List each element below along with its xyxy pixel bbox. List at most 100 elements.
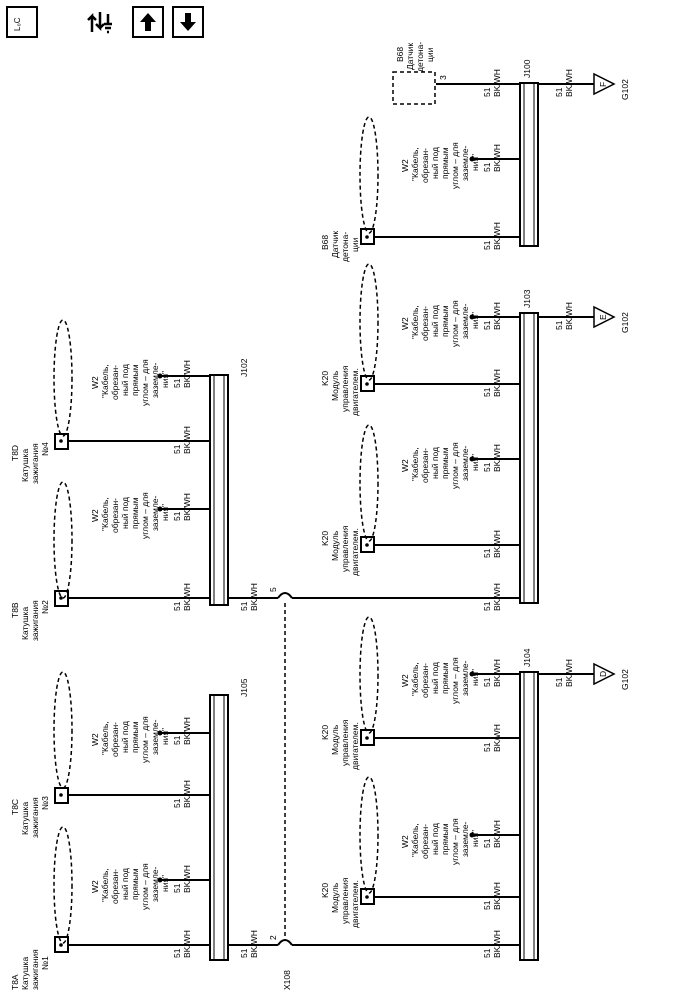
svg-text:"Кабель,: "Кабель,: [100, 721, 110, 755]
svg-text:BK/WH: BK/WH: [492, 820, 502, 848]
svg-text:№4: №4: [40, 442, 50, 456]
svg-text:зажигания: зажигания: [30, 949, 40, 990]
svg-text:BK/WH: BK/WH: [249, 583, 259, 611]
svg-text:обрезан-: обрезан-: [420, 306, 430, 341]
wire-labels-left: 51 BK/WH 51 BK/WH 51 BK/WH 51 BK/WH 51 B…: [172, 360, 259, 958]
splice-bar-j100: [519, 82, 539, 247]
svg-text:углом – для: углом – для: [450, 657, 460, 704]
ground-triangle-e: [593, 305, 616, 329]
svg-text:51: 51: [482, 87, 492, 97]
svg-text:51: 51: [482, 548, 492, 558]
ground-letter-d: D: [598, 671, 608, 677]
svg-text:заземле-: заземле-: [150, 362, 160, 398]
label-b68-1: B68 Датчик детона- ции: [320, 231, 360, 262]
coil-t8a-outline: [53, 826, 73, 944]
label-w2-right-5: W2 "Кабель, обрезан- ный под прямым угло…: [400, 142, 480, 189]
svg-text:детона-: детона-: [415, 42, 425, 72]
splice-bar-j102-inner: [213, 374, 225, 606]
svg-text:"Кабель,: "Кабель,: [410, 447, 420, 481]
locate-button[interactable]: L₀C: [6, 6, 38, 38]
next-page-button[interactable]: [172, 6, 204, 38]
svg-text:BK/WH: BK/WH: [492, 222, 502, 250]
svg-text:ния": ния": [160, 875, 170, 892]
svg-text:прямым: прямым: [440, 447, 450, 479]
splice-label-j103: J103: [522, 289, 532, 308]
svg-text:BK/WH: BK/WH: [182, 865, 192, 893]
label-w2-left-2: W2 "Кабель, обрезан- ный под прямым угло…: [90, 716, 170, 763]
label-w2-right-2: W2 "Кабель, обрезан- ный под прямым угло…: [400, 657, 480, 704]
svg-text:B68: B68: [395, 47, 405, 62]
svg-text:заземле-: заземле-: [150, 495, 160, 531]
connector-pin-2: 2: [268, 935, 278, 940]
svg-text:BK/WH: BK/WH: [182, 426, 192, 454]
svg-text:51: 51: [482, 240, 492, 250]
label-k20-3: K20 Модуль управления двигателем.: [320, 525, 360, 576]
svg-text:зажигания: зажигания: [30, 600, 40, 641]
svg-text:обрезан-: обрезан-: [110, 869, 120, 904]
svg-text:заземле-: заземле-: [460, 145, 470, 181]
svg-text:W2: W2: [400, 835, 410, 848]
svg-text:прямым: прямым: [440, 305, 450, 337]
ground-triangle-d: [593, 662, 616, 686]
splice-bar-j100-inner: [523, 82, 535, 247]
svg-text:51: 51: [554, 677, 564, 687]
svg-text:Датчик: Датчик: [330, 231, 340, 258]
svg-text:ный под: ный под: [120, 364, 130, 396]
svg-text:W2: W2: [90, 880, 100, 893]
label-t8c: T8C Катушка зажигания №3: [10, 796, 50, 838]
svg-text:прямым: прямым: [440, 662, 450, 694]
svg-text:B68: B68: [320, 235, 330, 250]
svg-text:BK/WH: BK/WH: [564, 659, 574, 687]
svg-text:управления: управления: [340, 877, 350, 924]
svg-text:обрезан-: обрезан-: [420, 663, 430, 698]
svg-text:ции: ции: [425, 47, 435, 62]
svg-text:51: 51: [482, 900, 492, 910]
svg-text:двигателем.: двигателем.: [350, 368, 360, 416]
label-t8d: T8D Катушка зажигания №4: [10, 442, 50, 484]
svg-text:W2: W2: [400, 674, 410, 687]
splice-bar-j105-inner: [213, 694, 225, 961]
svg-text:BK/WH: BK/WH: [492, 369, 502, 397]
svg-text:51: 51: [172, 511, 182, 521]
svg-text:заземле-: заземле-: [460, 660, 470, 696]
svg-text:управления: управления: [340, 525, 350, 572]
svg-text:51: 51: [482, 948, 492, 958]
splice-bar-j104-inner: [523, 671, 535, 961]
label-k20-2: K20 Модуль управления двигателем.: [320, 719, 360, 770]
svg-text:"Кабель,: "Кабель,: [100, 497, 110, 531]
svg-text:BK/WH: BK/WH: [492, 144, 502, 172]
svg-text:ния": ния": [470, 312, 480, 329]
svg-text:Катушка: Катушка: [20, 802, 30, 835]
k20-outline-3: [359, 424, 379, 542]
wire-labels-right: 51 BK/WH 51 BK/WH 51 BK/WH 51 BK/WH 51 B…: [482, 69, 574, 958]
svg-text:№3: №3: [40, 796, 50, 810]
svg-text:BK/WH: BK/WH: [249, 930, 259, 958]
svg-text:BK/WH: BK/WH: [492, 444, 502, 472]
splice-label-j105: J105: [239, 678, 249, 697]
svg-text:ния": ния": [160, 728, 170, 745]
coil-t8d-outline: [53, 319, 73, 437]
label-w2-left-1: W2 "Кабель, обрезан- ный под прямым угло…: [90, 863, 170, 910]
svg-text:BK/WH: BK/WH: [492, 69, 502, 97]
svg-text:W2: W2: [400, 317, 410, 330]
svg-text:ния": ния": [470, 154, 480, 171]
label-w2-right-4: W2 "Кабель, обрезан- ный под прямым угло…: [400, 300, 480, 347]
svg-text:двигателем.: двигателем.: [350, 722, 360, 770]
connector-label-x108: X108: [282, 970, 292, 990]
label-w2-right-1: W2 "Кабель, обрезан- ный под прямым угло…: [400, 818, 480, 865]
svg-text:ния": ния": [470, 669, 480, 686]
ground-label-2: G102: [620, 312, 630, 333]
svg-text:ния": ния": [160, 371, 170, 388]
connector-pin-5: 5: [268, 587, 278, 592]
svg-text:"Кабель,: "Кабель,: [410, 147, 420, 181]
svg-text:прямым: прямым: [440, 147, 450, 179]
ground-swap-button[interactable]: [86, 6, 118, 38]
previous-page-button[interactable]: [132, 6, 164, 38]
splice-bar-j103-inner: [523, 312, 535, 604]
svg-text:"Кабель,: "Кабель,: [410, 823, 420, 857]
svg-text:двигателем.: двигателем.: [350, 528, 360, 576]
svg-text:заземле-: заземле-: [460, 303, 470, 339]
svg-text:BK/WH: BK/WH: [182, 360, 192, 388]
svg-text:заземле-: заземле-: [150, 866, 160, 902]
